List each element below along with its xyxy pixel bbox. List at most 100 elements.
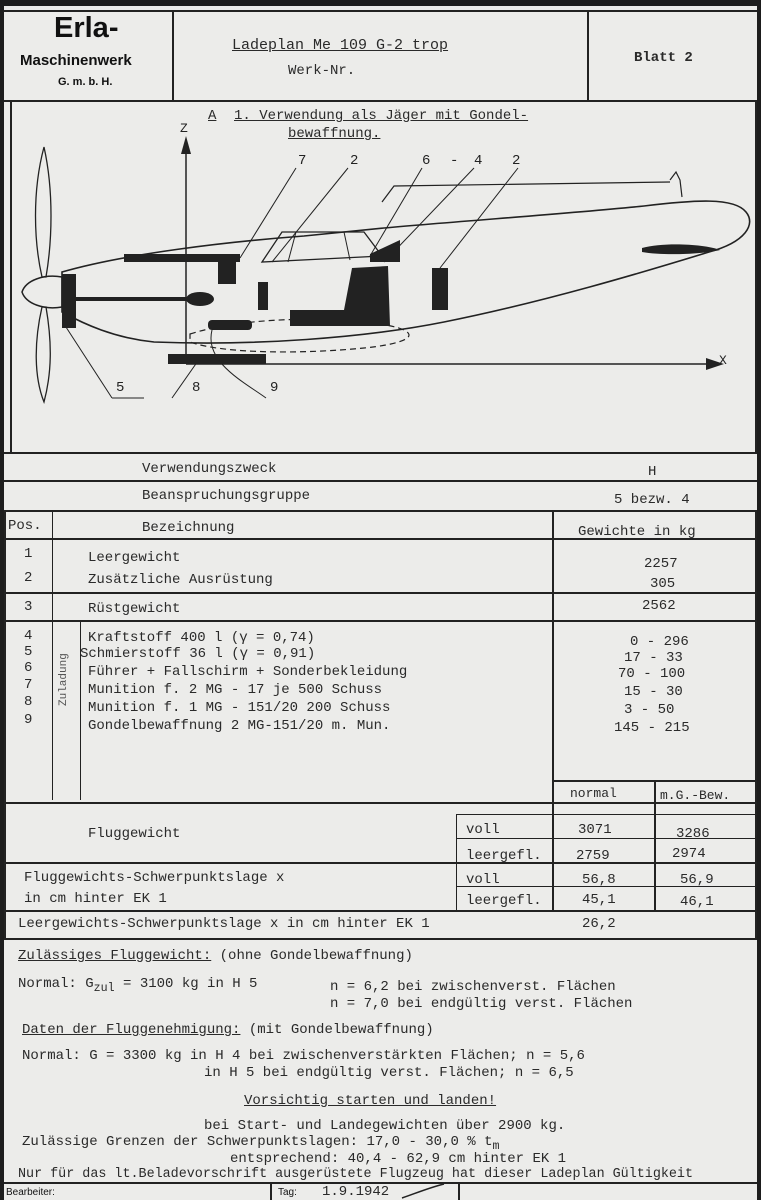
- document-title: Ladeplan Me 109 G-2 trop: [232, 37, 449, 54]
- row-pos: 9: [24, 712, 33, 728]
- beanspruchungsgruppe-value: 5 bezw. 4: [614, 492, 690, 508]
- canopy: [260, 231, 384, 263]
- sp-leer-normal: 45,1: [582, 892, 616, 908]
- header-bottom-border: [4, 100, 757, 102]
- verwendungszweck-value: H: [648, 464, 657, 480]
- header-top-border: [4, 10, 757, 12]
- wing-outline: [189, 318, 410, 353]
- footer-divider-2: [458, 1182, 460, 1200]
- mg17-ammo-upper: [124, 254, 240, 262]
- callout-2a: 2: [350, 153, 358, 169]
- row-pos: 4: [24, 628, 33, 644]
- armor-plate: [258, 282, 268, 310]
- propeller-blade-lower: [35, 306, 51, 405]
- table-bottom-border: [4, 938, 757, 940]
- header-row-bottom: [4, 538, 757, 540]
- row-divider-2: [4, 592, 757, 594]
- zuladung-vertical-label: Zuladung: [58, 653, 70, 706]
- col-weight-header: Gewichte in kg: [578, 524, 696, 540]
- callout-dash: -: [450, 153, 458, 169]
- sp-label-line2: in cm hinter EK 1: [24, 891, 167, 907]
- table-top-border: [4, 510, 757, 512]
- company-logo-line3: G. m. b. H.: [58, 76, 113, 88]
- subheader-divider: [654, 780, 656, 910]
- verwendungszweck-label: Verwendungszweck: [142, 461, 277, 477]
- z-axis-arrow: [181, 136, 191, 154]
- row-name: Leergewicht: [88, 550, 181, 566]
- row-pos: 5: [24, 644, 33, 660]
- start-landing-note: bei Start- und Landegewichten über 2900 …: [204, 1118, 566, 1134]
- document-sheet: Erla- Maschinenwerk G. m. b. H. Ladeplan…: [4, 6, 757, 1200]
- company-logo-name: Erla-: [54, 12, 119, 44]
- flug-voll-label: voll: [466, 822, 500, 838]
- weight-column-divider: [552, 510, 554, 910]
- zul-heading: Zulässiges Fluggewicht:: [18, 948, 212, 964]
- row-value: 70 - 100: [618, 666, 686, 682]
- frame-left: [10, 102, 12, 452]
- aircraft-loading-diagram: Z X: [21, 121, 751, 405]
- row-name: Munition f. 2 MG - 17 je 500 Schuss: [88, 682, 383, 698]
- grenzen-line2: entsprechend: 40,4 - 62,9 cm hinter EK 1: [230, 1151, 567, 1167]
- sp-voll-normal: 56,8: [582, 872, 616, 888]
- flug-voll-mg: 3286: [676, 826, 710, 842]
- engine-cannon-shaft: [76, 297, 196, 301]
- axis-x-label: X: [719, 353, 727, 368]
- gondola-gun: [208, 320, 252, 330]
- oil-tank: [62, 274, 76, 328]
- horizontal-stabilizer: [642, 244, 720, 255]
- callout-5: 5: [116, 380, 124, 396]
- fuselage-outline: [61, 200, 751, 344]
- zuladung-column-divider: [80, 622, 81, 800]
- flug-row-middle: [456, 838, 757, 839]
- callout-2b: 2: [512, 153, 520, 169]
- spinner: [21, 275, 63, 309]
- table-right-border: [755, 510, 757, 940]
- row-total-value: 2562: [642, 598, 676, 614]
- zul-n1: n = 6,2 bei zwischenverst. Flächen: [330, 979, 616, 995]
- row-name: Schmierstoff 36 l (γ = 0,91): [80, 646, 316, 662]
- row-pos: 7: [24, 677, 33, 693]
- row-value: 145 - 215: [614, 720, 690, 736]
- header-divider-2: [587, 10, 589, 102]
- flug-top-border: [4, 802, 757, 804]
- bearbeiter-label: Bearbeiter:: [6, 1187, 55, 1198]
- diagram-section-label: A: [208, 108, 217, 124]
- gueltigkeit-line: Nur für das lt.Beladevorschrift ausgerüs…: [18, 1167, 693, 1182]
- summary-row-divider: [4, 480, 757, 482]
- frame-right: [755, 102, 757, 452]
- sp-label-line1: Fluggewichts-Schwerpunktslage x: [24, 870, 285, 886]
- row-total-name: Rüstgewicht: [88, 601, 181, 617]
- beanspruchungsgruppe-label: Beanspruchungsgruppe: [142, 488, 311, 504]
- grenzen-text: Zulässige Grenzen der Schwerpunktslagen:…: [22, 1134, 493, 1150]
- zul-n2: n = 7,0 bei endgültig verst. Flächen: [330, 996, 633, 1012]
- axis-z-label: Z: [180, 121, 188, 136]
- callout-4: 4: [474, 153, 482, 169]
- footer-top-border: [4, 1182, 757, 1184]
- row-pos: 8: [24, 694, 33, 710]
- diagram-title-line1: 1. Verwendung als Jäger mit Gondel-: [234, 108, 529, 124]
- flug-leer-label: leergefl.: [466, 848, 542, 864]
- mg17-gun-block: [218, 262, 236, 284]
- sp-leer-label: leergefl.: [466, 893, 542, 909]
- row-pos: 6: [24, 660, 33, 676]
- head-armor: [370, 240, 400, 262]
- callout-8: 8: [192, 380, 200, 396]
- leer-sp-value: 26,2: [582, 916, 616, 932]
- flug-leer-mg: 2974: [672, 846, 706, 862]
- mg151-ammo: [186, 292, 214, 306]
- daten-heading-suffix: (mit Gondelbewaffnung): [248, 1022, 434, 1038]
- zul-normal-line: Normal: Gzul = 3100 kg in H 5: [18, 976, 257, 995]
- vorsicht-warning: Vorsichtig starten und landen!: [244, 1093, 497, 1109]
- header-divider-1: [172, 10, 174, 102]
- propeller-blade-upper: [34, 146, 52, 278]
- pilot-seat-fuel-tank: [290, 266, 390, 326]
- row-divider-3: [4, 620, 757, 622]
- row-name: Gondelbewaffnung 2 MG-151/20 m. Mun.: [88, 718, 391, 734]
- werk-nr-label: Werk-Nr.: [288, 63, 356, 79]
- radio-equipment: [432, 268, 448, 310]
- zul-value: = 3100 kg in H 5: [123, 976, 258, 992]
- flug-row-top: [456, 814, 757, 815]
- zul-heading-line: Zulässiges Fluggewicht: (ohne Gondelbewa…: [18, 948, 413, 964]
- sp-row-middle: [456, 886, 757, 887]
- grenzen-line1: Zulässige Grenzen der Schwerpunktslagen:…: [22, 1134, 499, 1153]
